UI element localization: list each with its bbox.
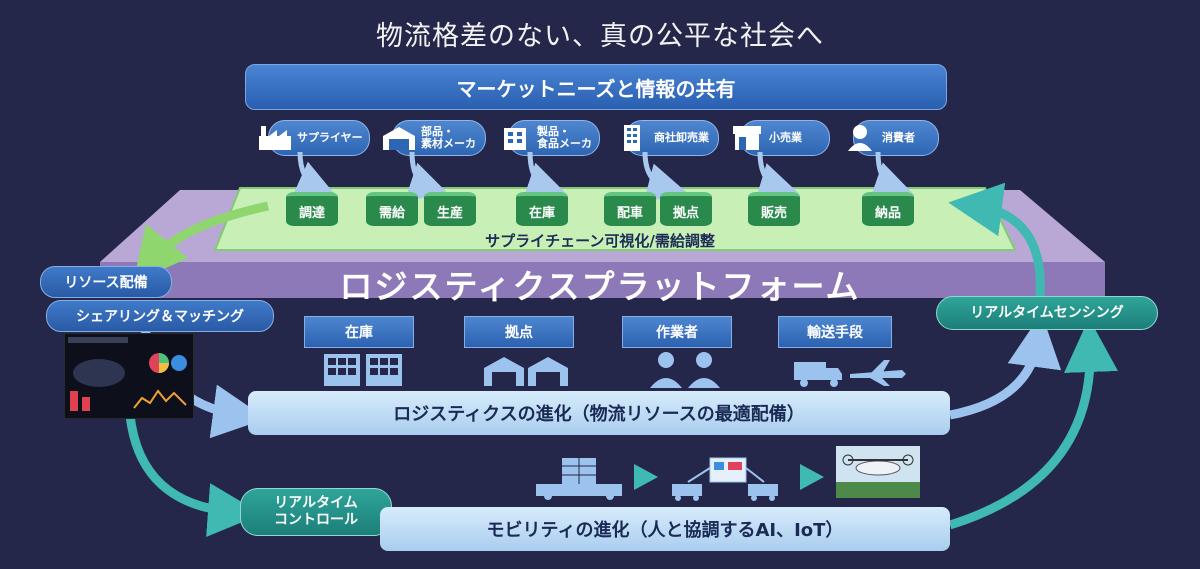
dashboard-thumbnail xyxy=(64,333,194,419)
data-store: 調達 xyxy=(286,192,338,226)
resource-transport: 輸送手段 xyxy=(778,316,892,348)
data-store: 拠点 xyxy=(660,192,712,226)
realtime-control-pill: リアルタイム コントロール xyxy=(240,488,392,536)
pallet-trucks-icon xyxy=(536,458,622,500)
realtime-sensing-pill: リアルタイムセンシング xyxy=(936,296,1158,330)
drone-photo xyxy=(836,446,920,498)
page-title: 物流格差のない、真の公平な社会へ xyxy=(376,21,824,52)
mobility-evolution-bar: モビリティの進化（人と協調するAI、IoT） xyxy=(380,507,950,551)
arrow-right-icon xyxy=(634,464,658,490)
sharing-matching-pill: シェアリング＆マッチング xyxy=(46,300,274,332)
data-store: 納品 xyxy=(862,192,914,226)
actor-retail: 小売業 xyxy=(733,120,830,156)
actor-supplier: サプライヤー xyxy=(259,120,370,156)
actor-consumer: 消費者 xyxy=(848,120,939,156)
workers-icon xyxy=(650,352,720,388)
warehouse-pair-icon xyxy=(484,357,568,386)
data-store: 生産 xyxy=(424,192,476,226)
actor-trading-wholesale: 商社卸売業 xyxy=(624,120,719,156)
resource-workers: 作業者 xyxy=(622,316,732,348)
data-store: 需給 xyxy=(366,192,418,226)
supply-chain-label: サプライチェーン可視化/需給調整 xyxy=(485,232,715,250)
arrow-right-icon xyxy=(800,464,824,490)
data-store: 配車 xyxy=(604,192,656,226)
resource-hub: 拠点 xyxy=(464,316,574,348)
platform-label: ロジスティクスプラットフォーム xyxy=(339,267,861,306)
person-icon xyxy=(840,121,880,155)
building-icon xyxy=(495,121,535,155)
data-store: 販売 xyxy=(748,192,800,226)
connected-trucks-icon xyxy=(672,457,778,501)
market-needs-bar: マーケットニーズと情報の共有 xyxy=(245,64,947,110)
logistics-evolution-bar: ロジスティクスの進化（物流リソースの最適配備） xyxy=(248,391,950,435)
office-tower-icon xyxy=(612,121,652,155)
resource-inventory: 在庫 xyxy=(304,316,414,348)
data-store: 在庫 xyxy=(516,192,568,226)
truck-plane-icon xyxy=(794,360,906,387)
warehouse-icon xyxy=(379,121,419,155)
factory-icon xyxy=(255,121,295,155)
shop-icon xyxy=(727,121,767,155)
actor-product-maker: 製品・ 食品メーカ xyxy=(504,120,600,156)
shelving-icon xyxy=(324,354,402,386)
resource-allocation-pill: リソース配備 xyxy=(40,266,172,298)
actor-parts-maker: 部品・ 素材メーカ xyxy=(383,120,486,156)
